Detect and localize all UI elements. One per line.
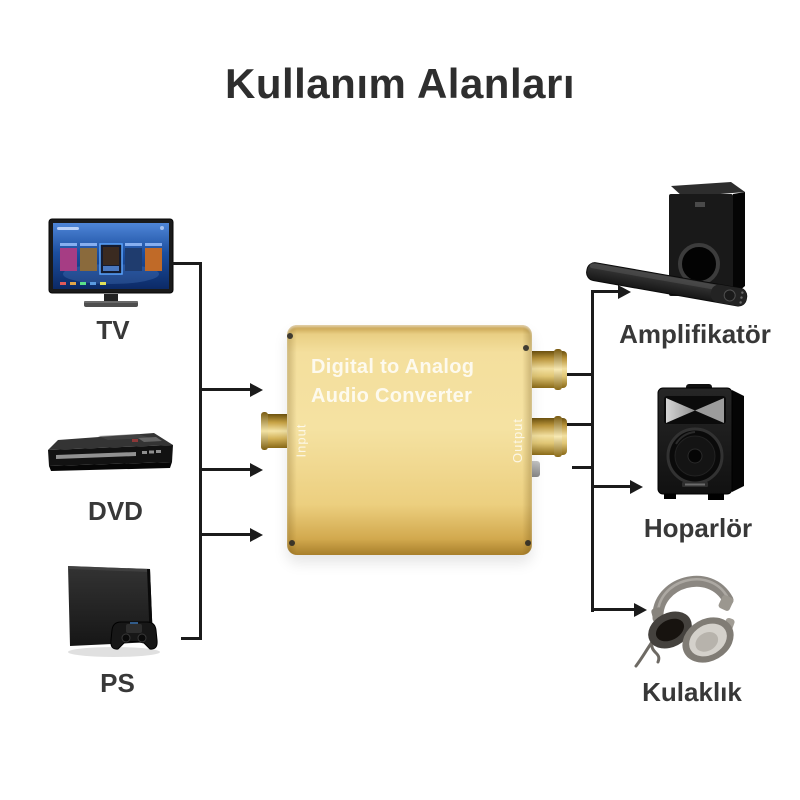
arrow-input-1-head (250, 383, 263, 397)
converter-device: Digital to Analog Audio Converter Input … (287, 325, 532, 555)
arrow-input-3-head (250, 528, 263, 542)
converter-output-label: Output (510, 417, 526, 463)
line-ps-to-bus (181, 637, 202, 640)
converter-coax-input-connector (261, 412, 289, 450)
page-title: Kullanım Alanları (224, 60, 576, 107)
speaker-image (657, 384, 744, 500)
amplifier-image (586, 182, 748, 307)
screw-icon (287, 333, 293, 339)
arrow-input-2-head (250, 463, 263, 477)
headphones-left-cup (648, 611, 692, 649)
converter-input-side: Input (292, 325, 310, 555)
tv-poster (60, 248, 77, 271)
arrow-output-2-shaft (592, 485, 632, 488)
dvd-display (138, 437, 162, 442)
line-tv-to-bus (172, 262, 202, 265)
soundbar (586, 262, 748, 307)
headphones-cable (634, 640, 654, 668)
line-left-bus (199, 262, 202, 640)
arrow-input-2-shaft (200, 468, 252, 471)
arrow-output-1-head (618, 285, 631, 299)
speaker-brand-strip (685, 483, 705, 486)
tv-image (48, 218, 174, 307)
subwoofer (669, 182, 745, 296)
arrow-input-3-shaft (200, 533, 252, 536)
screw-icon (523, 345, 529, 351)
line-jack-to-bus (572, 466, 594, 469)
converter-image: Digital to Analog Audio Converter Input … (287, 325, 532, 555)
converter-headphone-jack (531, 461, 540, 477)
headphones-right-cup (682, 617, 734, 663)
arrow-input-1-shaft (200, 388, 252, 391)
ps-console-image (68, 566, 160, 657)
arrow-output-2-head (630, 480, 643, 494)
line-rca1-to-bus (566, 373, 594, 376)
speaker-horn (695, 398, 724, 423)
converter-rca-output-left (530, 349, 567, 390)
screw-icon (525, 540, 531, 546)
dvd-label: DVD (88, 496, 143, 526)
line-rca2-to-bus (566, 423, 594, 426)
amplifier-label: Amplifikatör (619, 319, 771, 349)
ps-label: PS (100, 668, 135, 698)
tv-poster (145, 248, 162, 271)
line-right-bus (591, 290, 594, 612)
converter-input-label: Input (293, 423, 309, 457)
tv-poster (125, 248, 142, 271)
ps-controller-touchpad (126, 624, 142, 633)
ps-controller (110, 621, 158, 650)
screw-icon (289, 540, 295, 546)
converter-output-side: Output (509, 325, 527, 555)
dvd-tray (56, 452, 136, 459)
arrow-output-3-shaft (592, 608, 636, 611)
tv-poster (80, 248, 97, 271)
speaker-label: Hoparlör (643, 513, 753, 543)
arrow-output-3-head (634, 603, 647, 617)
headphones-label: Kulaklık (642, 677, 742, 707)
converter-rca-output-right (530, 416, 567, 457)
headphones-image (634, 575, 735, 668)
speaker-horn (666, 398, 695, 423)
dvd-buttons (142, 450, 161, 454)
tv-stand-neck (104, 294, 118, 301)
dvd-player-image (48, 433, 173, 471)
tv-label: TV (96, 315, 130, 345)
subwoofer-port (678, 243, 720, 285)
arrow-output-1-shaft (592, 290, 620, 293)
converter-title: Digital to Analog Audio Converter (311, 353, 474, 411)
converter-title-line2: Audio Converter (311, 385, 473, 407)
converter-title-line1: Digital to Analog (311, 356, 475, 378)
